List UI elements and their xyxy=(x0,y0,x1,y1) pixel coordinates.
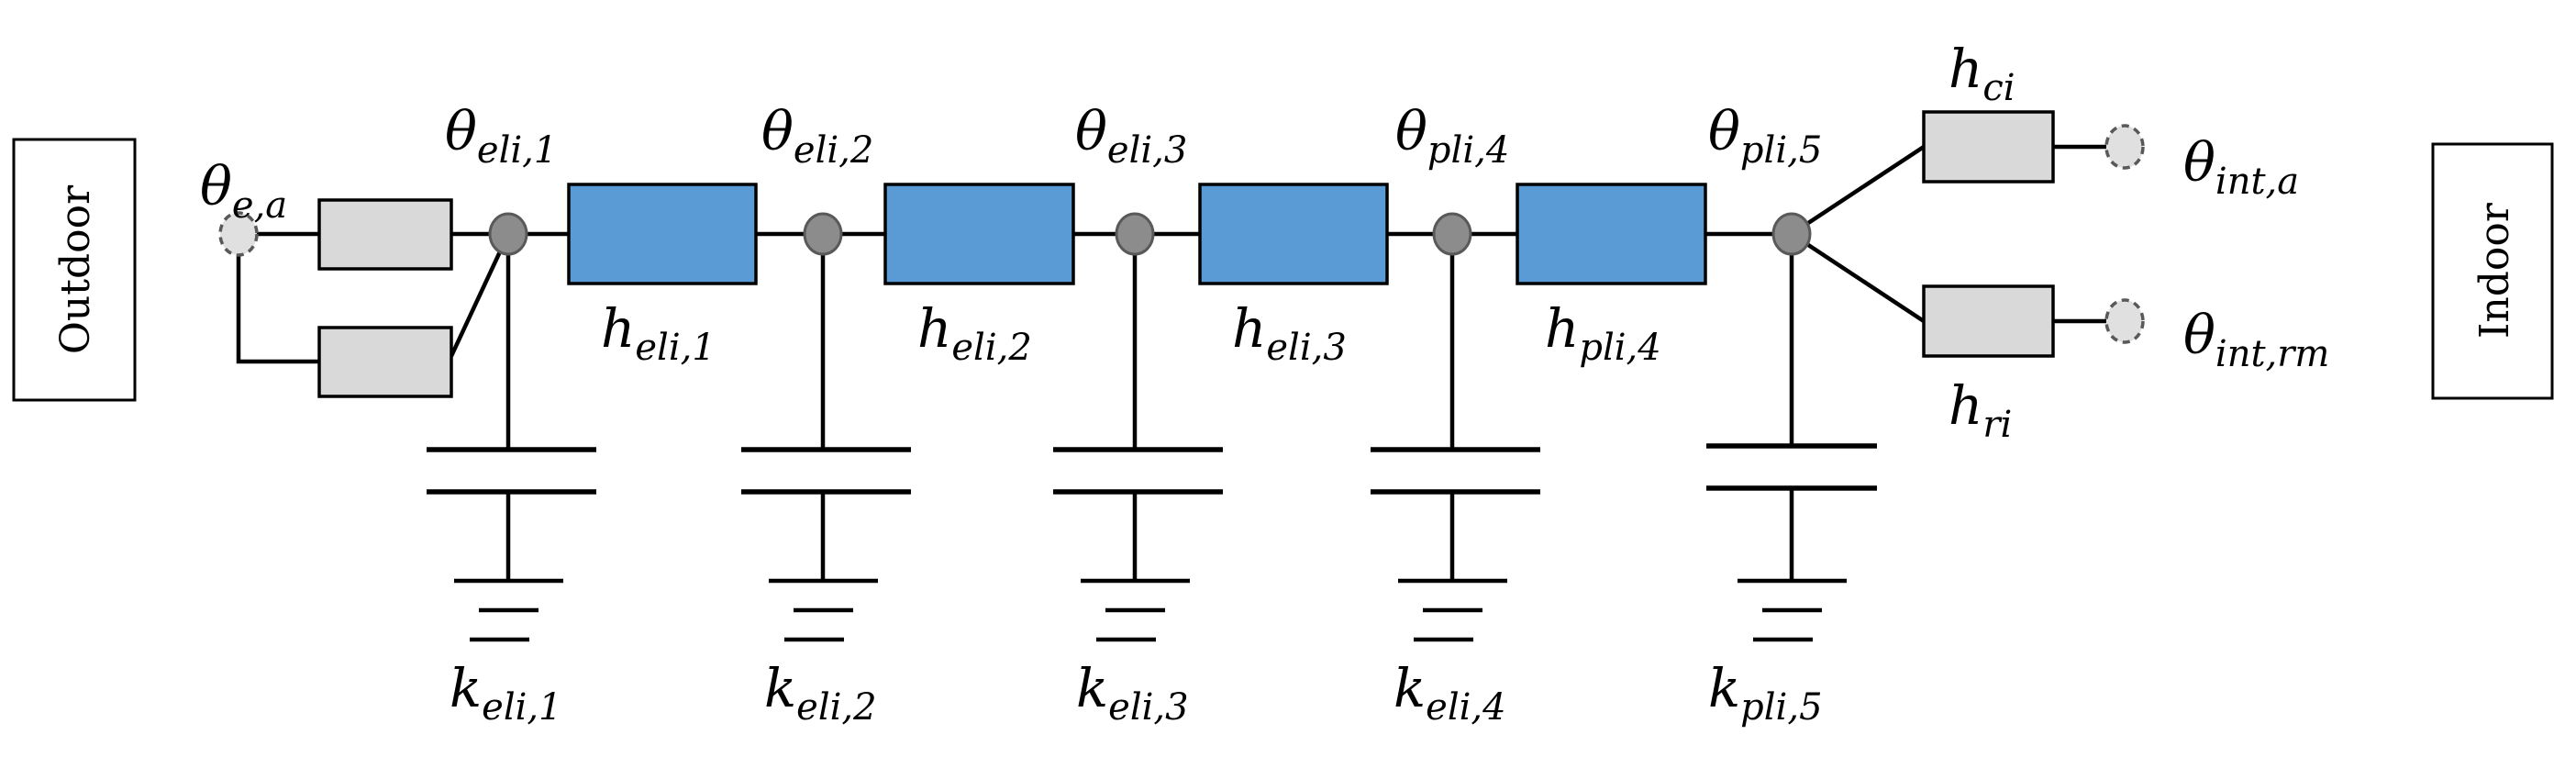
outdoor-resistor-bottom xyxy=(317,326,453,398)
layer-resistor-1 xyxy=(567,183,758,285)
terminal-indoor-air xyxy=(2104,124,2145,170)
label-theta-eli-3: θeli,3 xyxy=(1075,100,1187,172)
indoor-label: Indoor xyxy=(2471,202,2518,339)
capacitor-5 xyxy=(1706,234,1877,642)
layer-resistor-2 xyxy=(883,183,1075,285)
capacitor-2 xyxy=(741,234,911,642)
terminal-indoor-radiant xyxy=(2104,298,2145,344)
label-h-eli-1: heli,1 xyxy=(601,297,716,369)
label-h-ci: hci xyxy=(1949,38,2015,109)
label-theta-int-a: θint,a xyxy=(2183,131,2299,203)
node-4 xyxy=(1432,212,1472,256)
convective-resistor xyxy=(1922,110,2055,184)
layer-resistor-4 xyxy=(1516,183,1707,285)
label-theta-eli-1: θeli,1 xyxy=(445,100,557,172)
capacitor-3 xyxy=(1053,234,1223,642)
outdoor-box: Outdoor xyxy=(12,138,137,402)
label-h-pli-4: hpli,4 xyxy=(1545,297,1661,369)
node-1 xyxy=(488,212,528,256)
label-h-ri: hri xyxy=(1949,374,2012,446)
node-3 xyxy=(1115,212,1155,256)
indoor-branch-wires xyxy=(1790,144,2106,324)
label-theta-eli-2: θeli,2 xyxy=(761,100,873,172)
label-h-eli-3: heli,3 xyxy=(1232,297,1347,369)
capacitor-4 xyxy=(1371,234,1540,642)
outdoor-resistor-top xyxy=(317,198,453,271)
outdoor-label: Outdoor xyxy=(52,184,99,354)
label-k-eli-4: keli,4 xyxy=(1393,657,1506,729)
label-h-eli-2: heli,2 xyxy=(917,297,1032,369)
label-k-eli-2: keli,2 xyxy=(764,657,877,729)
node-5 xyxy=(1771,212,1812,256)
label-k-eli-3: keli,3 xyxy=(1076,657,1189,729)
label-theta-pli-4: θpli,4 xyxy=(1395,100,1509,172)
capacitor-1 xyxy=(427,234,596,642)
layer-resistor-3 xyxy=(1198,183,1389,285)
label-theta-e-a: θe,a xyxy=(200,155,287,227)
label-k-pli-5: kpli,5 xyxy=(1708,657,1823,729)
label-k-eli-1: keli,1 xyxy=(450,657,562,729)
node-2 xyxy=(803,212,843,256)
indoor-box: Indoor xyxy=(2431,142,2554,400)
radiative-resistor xyxy=(1922,284,2055,358)
label-theta-pli-5: θpli,5 xyxy=(1708,100,1822,172)
label-theta-int-rm: θint,rm xyxy=(2183,304,2329,375)
terminal-outdoor xyxy=(218,211,259,257)
